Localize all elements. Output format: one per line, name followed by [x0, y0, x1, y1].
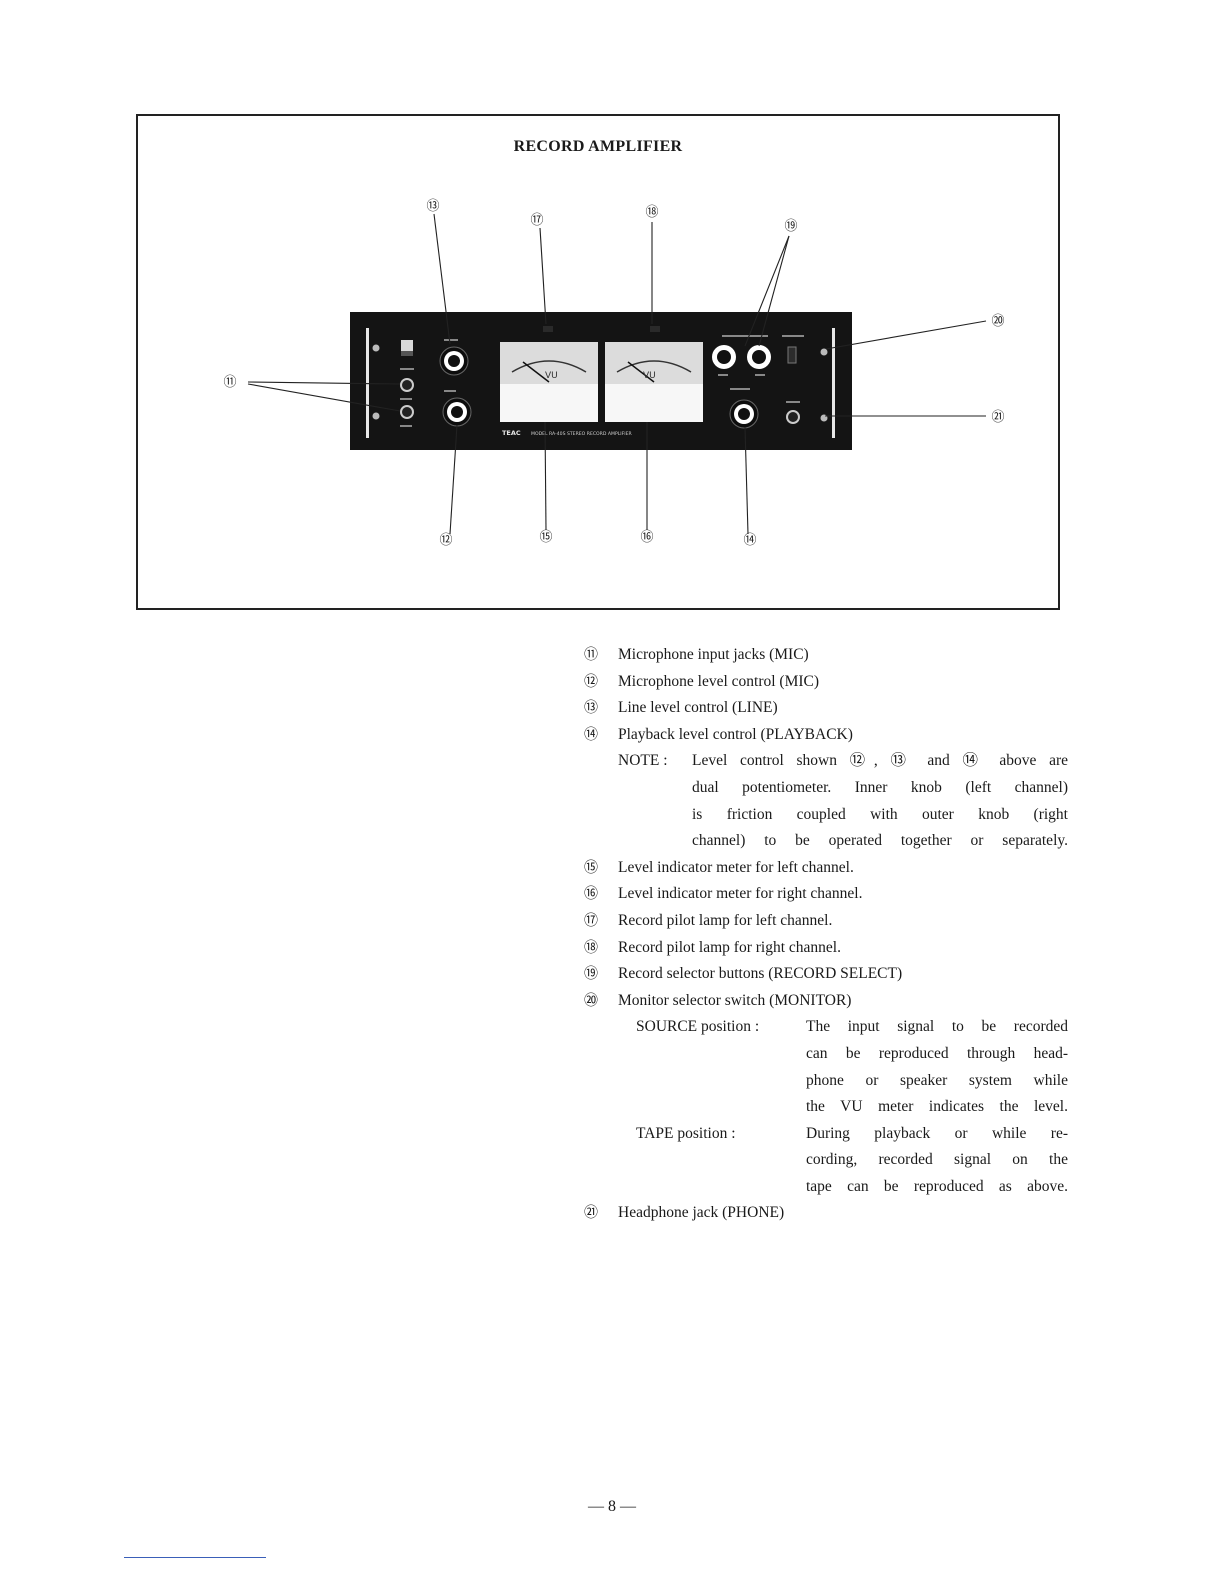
source-position-label: SOURCE position : — [636, 1018, 760, 1036]
pilot-lamp-left — [543, 326, 553, 332]
note-block: NOTE : Level control shown ⑫, ⑬ and ⑭ ab… — [618, 748, 1068, 854]
tape-position-label: TAPE position : — [636, 1124, 736, 1142]
callout-14: ⑭ — [743, 533, 756, 548]
svg-text:VU: VU — [643, 371, 656, 381]
callout-15: ⑮ — [539, 530, 552, 545]
note-label: NOTE : — [618, 752, 668, 770]
callout-18: ⑱ — [645, 205, 658, 220]
phone-jack — [786, 410, 800, 424]
footer-rule — [124, 1557, 266, 1558]
callout-16: ⑯ — [640, 530, 653, 545]
callout-12: ⑫ — [439, 533, 452, 548]
source-line: can be reproduced through head- — [806, 1044, 1068, 1062]
amplifier-diagram: VU VU TEAC MODEL RA-40S STEREO RECORD AM… — [223, 199, 1004, 548]
source-position-block: SOURCE position : The input signal to be… — [636, 1014, 1068, 1120]
note-line: is friction coupled with outer knob (rig… — [692, 805, 1068, 823]
note-line: Level control shown ⑫, ⑬ and ⑭ above are — [692, 752, 1068, 770]
mic-jack-left — [400, 378, 414, 392]
source-line: phone or speaker system while — [806, 1071, 1068, 1089]
callout-19: ⑲ — [784, 219, 797, 234]
vu-meter-right: VU — [605, 342, 703, 422]
vu-meter-left: VU — [500, 342, 598, 422]
source-line: the VU meter indicates the level. — [806, 1098, 1068, 1116]
screw-icon — [372, 412, 380, 420]
screw-icon — [372, 344, 380, 352]
tape-position-block: TAPE position : During playback or while… — [636, 1121, 1068, 1201]
amplifier-panel: VU VU TEAC MODEL RA-40S STEREO RECORD AM… — [350, 312, 852, 450]
figure-title: RECORD AMPLIFIER — [513, 138, 683, 155]
svg-text:VU: VU — [545, 371, 558, 381]
callout-11: ⑪ — [223, 375, 236, 390]
monitor-switch — [787, 346, 797, 364]
callout-17: ⑰ — [530, 213, 543, 228]
tape-line: tape can be reproduced as above. — [806, 1177, 1068, 1195]
callout-13: ⑬ — [426, 199, 439, 214]
pilot-lamp-right — [650, 326, 660, 332]
brand-label: TEAC — [502, 429, 521, 437]
callout-lines — [247, 213, 987, 535]
mic-jack-right — [400, 405, 414, 419]
tape-line: During playback or while re- — [806, 1124, 1068, 1142]
figure-frame: RECORD AMPLIFIER — [136, 114, 1060, 610]
note-line: dual potentiometer. Inner knob (left cha… — [692, 778, 1068, 796]
page-number: — 8 — — [588, 1498, 636, 1515]
callout-21: ㉑ — [991, 410, 1004, 425]
model-label: MODEL RA-40S STEREO RECORD AMPLIFIER — [531, 431, 633, 437]
source-line: The input signal to be recorded — [806, 1018, 1068, 1036]
screw-icon — [820, 348, 828, 356]
callout-20: ⑳ — [991, 314, 1004, 329]
note-line: channel) to be operated together or sepa… — [692, 832, 1068, 850]
tape-line: cording, recorded signal on the — [806, 1151, 1068, 1169]
